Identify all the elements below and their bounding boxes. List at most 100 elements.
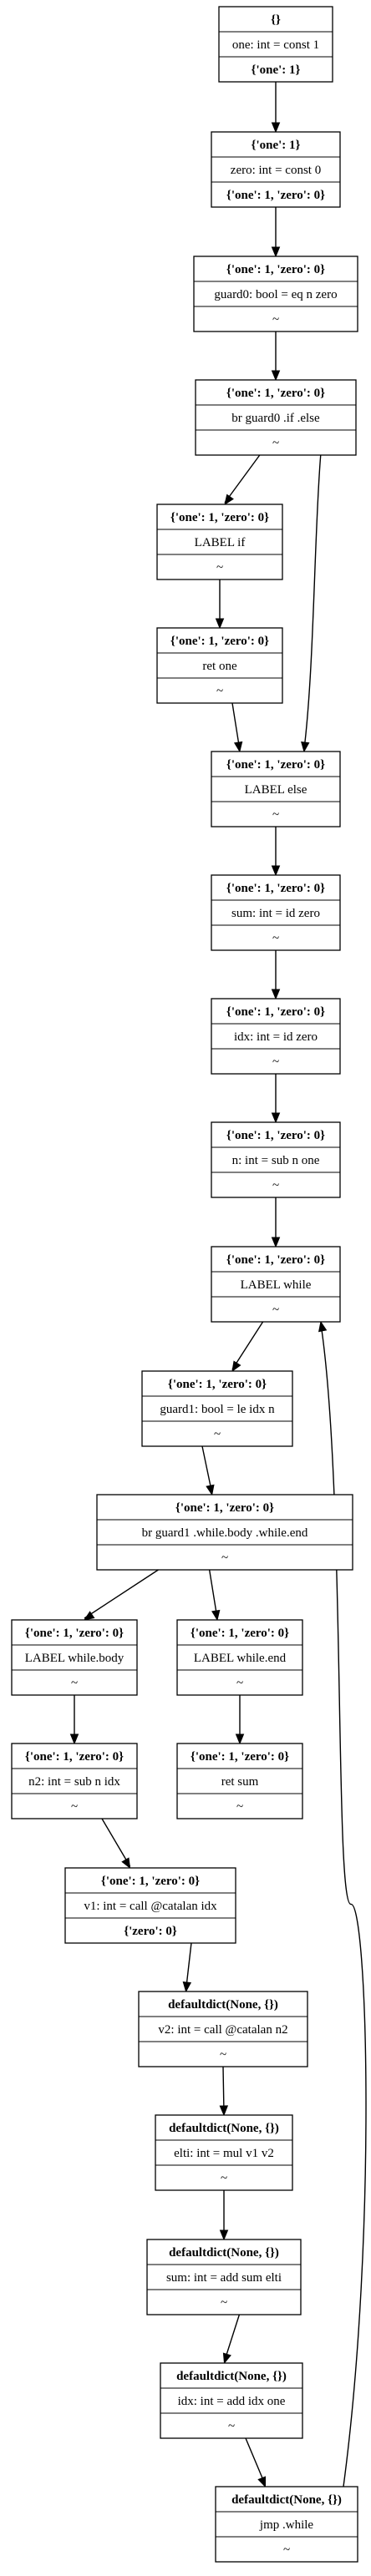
node-box bbox=[156, 504, 283, 580]
node-box bbox=[155, 2114, 293, 2191]
node-n7: {'one': 1, 'zero': 0}sum: int = id zero~ bbox=[211, 874, 341, 951]
arrowhead bbox=[231, 1360, 241, 1373]
node-input-state: {'one': 1, 'zero': 0} bbox=[170, 635, 269, 648]
node-box bbox=[193, 256, 358, 332]
node-instruction: br guard1 .while.body .while.end bbox=[142, 1526, 308, 1540]
node-output-state: ~ bbox=[71, 1800, 78, 1814]
node-output-state: ~ bbox=[216, 685, 223, 698]
edge-n9-n10 bbox=[271, 1197, 281, 1248]
node-instruction: LABEL if bbox=[195, 536, 246, 549]
node-input-state: {'one': 1, 'zero': 0} bbox=[226, 1005, 325, 1019]
node-instruction: n: int = sub n one bbox=[232, 1154, 320, 1167]
edge-n0-n1 bbox=[271, 82, 281, 134]
node-box bbox=[211, 1246, 341, 1323]
node-n5: {'one': 1, 'zero': 0} ret one ~ bbox=[156, 627, 283, 704]
node-output-state: ~ bbox=[228, 2420, 235, 2433]
node-n18: defaultdict(None, {})v2: int = call @cat… bbox=[138, 1991, 308, 2067]
arrowhead bbox=[224, 493, 234, 506]
node-instruction: br guard0 .if .else bbox=[231, 412, 320, 425]
node-input-state: {'one': 1} bbox=[252, 139, 301, 152]
node-input-state: {'one': 1, 'zero': 0} bbox=[101, 1875, 200, 1888]
node-input-state: {'one': 1, 'zero': 0} bbox=[25, 1627, 124, 1640]
node-n2: {'one': 1, 'zero': 0}guard0: bool = eq n… bbox=[193, 256, 358, 332]
edge-n11-n12 bbox=[201, 1445, 215, 1496]
arrowhead bbox=[182, 1981, 192, 1993]
node-input-state: {} bbox=[271, 13, 281, 27]
arrowhead bbox=[271, 1237, 281, 1248]
edge-n12-n13 bbox=[83, 1569, 159, 1621]
node-output-state: {'zero': 0} bbox=[124, 1925, 177, 1938]
node-instruction: sum: int = id zero bbox=[231, 907, 320, 920]
arrowhead bbox=[271, 246, 281, 258]
arrowhead bbox=[301, 741, 310, 753]
node-input-state: {'one': 1, 'zero': 0} bbox=[226, 263, 325, 276]
edge-n20-n21 bbox=[222, 2314, 241, 2365]
arrowhead bbox=[271, 1112, 281, 1124]
node-n1: {'one': 1}zero: int = const 0{'one': 1, … bbox=[211, 131, 341, 208]
node-output-state: ~ bbox=[220, 2048, 226, 2062]
node-input-state: defaultdict(None, {}) bbox=[231, 2493, 342, 2507]
edge-n21-n22 bbox=[245, 2437, 267, 2488]
arrowhead bbox=[318, 1320, 328, 1333]
arrowhead bbox=[211, 1609, 221, 1622]
node-instruction: one: int = const 1 bbox=[232, 38, 319, 52]
node-input-state: {'one': 1, 'zero': 0} bbox=[170, 511, 269, 524]
node-n9: {'one': 1, 'zero': 0}n: int = sub n one~ bbox=[211, 1121, 341, 1198]
node-input-state: {'one': 1, 'zero': 0} bbox=[226, 387, 325, 400]
node-output-state: ~ bbox=[236, 1800, 243, 1814]
node-input-state: defaultdict(None, {}) bbox=[169, 2246, 279, 2260]
edge-line bbox=[245, 2437, 267, 2486]
node-instruction: ret one bbox=[202, 660, 237, 673]
node-instruction: v1: int = call @catalan idx bbox=[84, 1900, 217, 1913]
node-instruction: LABEL else bbox=[245, 783, 307, 797]
edge-n4-n5 bbox=[215, 579, 225, 630]
node-output-state: {'one': 1, 'zero': 0} bbox=[226, 189, 325, 202]
node-box bbox=[211, 874, 341, 951]
node-output-state: ~ bbox=[272, 1179, 279, 1192]
node-instruction: jmp .while bbox=[259, 2518, 314, 2532]
node-box bbox=[64, 1867, 236, 1944]
edge-line bbox=[84, 1569, 159, 1619]
arrowhead bbox=[222, 2352, 231, 2365]
node-box bbox=[146, 2239, 302, 2315]
node-box bbox=[211, 751, 341, 827]
node-n15: {'one': 1, 'zero': 0}n2: int = sub n idx… bbox=[11, 1743, 138, 1819]
node-output-state: ~ bbox=[272, 1055, 279, 1069]
node-output-state: ~ bbox=[221, 2172, 227, 2185]
node-input-state: {'one': 1, 'zero': 0} bbox=[191, 1627, 289, 1640]
nodes-layer: {} one: int = const 1 {'one': 1}{'one': 1}… bbox=[11, 6, 358, 2563]
node-n10: {'one': 1, 'zero': 0}LABEL while~ bbox=[211, 1246, 341, 1323]
edge-n12-n14 bbox=[208, 1569, 221, 1622]
edge-n1-n2 bbox=[271, 207, 281, 258]
edge-n18-n19 bbox=[219, 2066, 229, 2117]
node-output-state: ~ bbox=[272, 808, 279, 822]
edge-n2-n3 bbox=[271, 331, 281, 382]
node-input-state: defaultdict(None, {}) bbox=[176, 2370, 287, 2383]
arrowhead bbox=[257, 2476, 267, 2488]
node-n14: {'one': 1, 'zero': 0}LABEL while.end~ bbox=[176, 1619, 303, 1696]
node-n13: {'one': 1, 'zero': 0}LABEL while.body~ bbox=[11, 1619, 138, 1696]
edge-line bbox=[208, 1569, 218, 1619]
arrowhead bbox=[121, 1857, 131, 1870]
node-box bbox=[11, 1743, 138, 1819]
node-box bbox=[218, 6, 333, 83]
node-output-state: ~ bbox=[272, 437, 279, 450]
node-box bbox=[211, 998, 341, 1075]
node-input-state: {'one': 1, 'zero': 0} bbox=[175, 1501, 274, 1515]
arrowhead bbox=[235, 1733, 245, 1745]
edge-n15-n17 bbox=[101, 1818, 131, 1870]
edge-n19-n20 bbox=[219, 2190, 229, 2241]
edge-n14-n16 bbox=[235, 1695, 245, 1745]
node-output-state: ~ bbox=[216, 561, 223, 574]
node-output-state: ~ bbox=[221, 2296, 227, 2310]
edge-line bbox=[101, 1818, 131, 1867]
node-instruction: LABEL while.body bbox=[25, 1652, 125, 1665]
node-instruction: idx: int = id zero bbox=[234, 1030, 318, 1044]
node-input-state: defaultdict(None, {}) bbox=[169, 2122, 279, 2135]
arrowhead bbox=[219, 2105, 229, 2117]
node-n21: defaultdict(None, {})idx: int = add idx … bbox=[160, 2362, 303, 2439]
node-box bbox=[138, 1991, 308, 2067]
node-instruction: v2: int = call @catalan n2 bbox=[158, 2023, 287, 2037]
node-n19: defaultdict(None, {})elti: int = mul v1 … bbox=[155, 2114, 293, 2191]
